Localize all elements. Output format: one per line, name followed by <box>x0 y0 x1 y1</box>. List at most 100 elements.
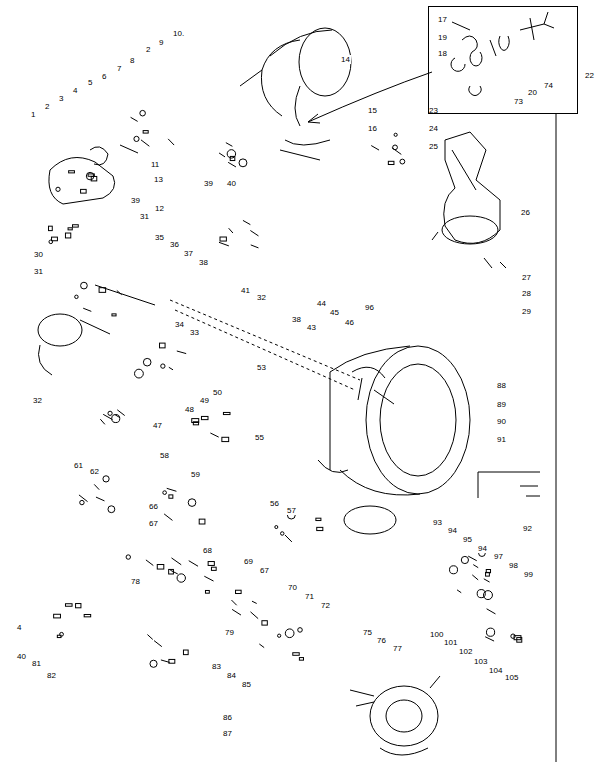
bolt <box>226 143 233 147</box>
bolt <box>252 601 257 603</box>
bolt <box>285 535 292 542</box>
bolt <box>169 367 173 370</box>
callout-number: 90 <box>496 417 507 426</box>
callout-number: 2 <box>145 45 151 54</box>
bolt <box>484 579 490 582</box>
callout-number: 95 <box>462 535 473 544</box>
callout-number: 71 <box>304 592 315 601</box>
callout-number: 57 <box>286 506 297 515</box>
washer <box>188 499 196 507</box>
callout-number: 81 <box>31 659 42 668</box>
callout-number: 67 <box>259 566 270 575</box>
bolt <box>147 635 152 640</box>
callout-number: 18 <box>437 49 448 58</box>
callout-number: 24 <box>428 124 439 133</box>
callout-number: 61 <box>73 461 84 470</box>
callout-number: 15 <box>367 106 378 115</box>
nut <box>68 228 72 230</box>
washer <box>126 555 130 559</box>
washer <box>285 629 294 638</box>
callout-number: 4 <box>72 86 78 95</box>
callout-number: 87 <box>222 729 233 738</box>
callout-number: 77 <box>392 644 403 653</box>
bolt <box>210 433 218 437</box>
callout-number: 101 <box>443 638 458 647</box>
bolt <box>167 488 177 491</box>
bolt <box>131 117 138 121</box>
callout-number: 12 <box>154 204 165 213</box>
engine <box>350 676 440 755</box>
bolt <box>371 146 379 151</box>
callout-number: 78 <box>130 577 141 586</box>
nut <box>236 590 242 593</box>
callout-number: 104 <box>488 666 503 675</box>
bolt <box>189 561 198 567</box>
washer <box>400 159 405 164</box>
nut <box>205 590 209 593</box>
callout-number: 91 <box>496 435 507 444</box>
bolt <box>100 419 105 424</box>
callout-number: 102 <box>458 647 473 656</box>
callout-number: 46 <box>344 318 355 327</box>
callout-number: 85 <box>241 680 252 689</box>
washer <box>150 660 157 667</box>
nut <box>223 412 230 414</box>
bolt <box>219 153 225 157</box>
callout-number: 13 <box>153 175 164 184</box>
nut <box>69 171 75 173</box>
callout-number: 69 <box>243 557 254 566</box>
callout-number: 25 <box>428 142 439 151</box>
bolt <box>251 245 259 248</box>
callout-number: 32 <box>32 396 43 405</box>
callout-number: 10. <box>172 29 185 38</box>
nut <box>112 314 116 316</box>
gear-case <box>38 145 155 375</box>
washer <box>394 133 397 136</box>
nut <box>57 635 61 637</box>
callout-number: 93 <box>432 518 443 527</box>
callout-number: 22 <box>584 71 595 80</box>
callout-number: 56 <box>269 499 280 508</box>
washer <box>80 500 84 504</box>
small-parts <box>49 110 522 667</box>
callout-number: 47 <box>152 421 163 430</box>
washer <box>239 159 247 167</box>
nut <box>65 233 70 238</box>
callout-number: 40 <box>16 652 27 661</box>
washer <box>103 476 109 482</box>
nut <box>54 614 61 618</box>
nut <box>299 658 303 661</box>
washer <box>450 566 458 574</box>
callout-number: 30 <box>33 250 44 259</box>
nut <box>143 131 148 133</box>
nut <box>91 176 97 180</box>
callout-number: 48 <box>184 405 195 414</box>
discharge-chute <box>432 132 506 268</box>
bolt <box>243 220 250 224</box>
bolt <box>204 576 213 581</box>
callout-number: 34 <box>174 320 185 329</box>
bolt <box>250 230 258 235</box>
callout-number: 43 <box>306 323 317 332</box>
nut <box>201 416 208 419</box>
callout-number: 14 <box>340 55 351 64</box>
callout-number: 76 <box>376 636 387 645</box>
nut <box>316 518 321 520</box>
nut <box>84 614 91 616</box>
callout-number: 49 <box>199 396 210 405</box>
washer <box>75 295 78 298</box>
callout-number: 39 <box>130 196 141 205</box>
callout-number: 98 <box>508 561 519 570</box>
bolt <box>117 290 122 294</box>
nut <box>169 659 175 663</box>
bolt <box>83 308 91 311</box>
callout-number: 2 <box>44 102 50 111</box>
washer <box>56 187 60 191</box>
callout-number: 99 <box>523 570 534 579</box>
washer <box>140 110 146 116</box>
callout-number: 105 <box>504 673 519 682</box>
callout-number: 73 <box>513 97 524 106</box>
washer <box>298 628 303 633</box>
nut <box>486 572 490 576</box>
